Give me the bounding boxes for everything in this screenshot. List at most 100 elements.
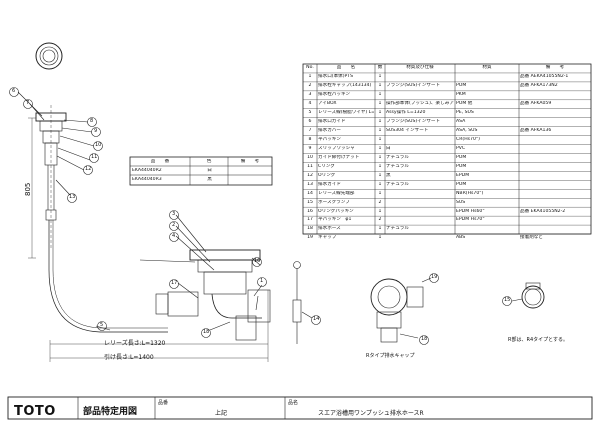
- parts-table-cell-no: 2: [308, 83, 312, 89]
- parts-table-cell-name: レリーズ線(樹脂ワイヤ) L=1320: [318, 110, 374, 116]
- parts-table-cell-material: CR(Hs70°): [456, 136, 480, 142]
- part-no-field-label: 品番: [158, 400, 169, 406]
- parts-table-header: 品 名: [336, 65, 356, 71]
- callout-13: 13: [69, 194, 76, 200]
- parts-table-cell-spec: ナチュラル: [386, 181, 409, 187]
- hose-clamp-view: [511, 282, 545, 309]
- parts-table-cell-spec: Assy操作 L=1320: [386, 110, 426, 116]
- callout-17: 17: [171, 280, 178, 286]
- callout-16: 16: [254, 258, 261, 264]
- parts-table-cell-qty: 1: [378, 101, 382, 107]
- parts-table-cell-name: 排水栓キャップ(143134): [318, 83, 372, 89]
- parts-table-cell-material: NBR(Hs70°): [456, 190, 484, 196]
- callout-5: 5: [100, 322, 104, 328]
- variant-table-header: 色: [206, 158, 212, 164]
- parts-table-cell-name: Oリングパッキン: [318, 208, 354, 214]
- parts-table-cell-no: 14: [307, 190, 313, 196]
- parts-table-cell-material: ABS: [456, 235, 466, 241]
- r-type-caption: Rタイプ排水キャップ: [366, 353, 415, 359]
- parts-table-cell-material: ASA, SUS: [456, 127, 478, 133]
- parts-table-cell-qty: 1: [378, 119, 382, 124]
- dimension-805: [28, 117, 36, 259]
- parts-table-cell-no: 13: [307, 181, 313, 187]
- parts-table-cell-no: 17: [307, 217, 313, 223]
- parts-table-cell-no: 19: [307, 235, 313, 241]
- parts-table-cell-qty: 1: [378, 127, 382, 133]
- variant-table-header: 備 考: [240, 158, 260, 164]
- parts-table-cell-name: スリップワッシャ: [318, 145, 355, 151]
- parts-table-cell-material: PE, SUS: [456, 110, 474, 116]
- variant-table-cell-part-no: EKA44040R3: [132, 176, 162, 182]
- parts-table-cell-no: 16: [307, 208, 313, 214]
- parts-table-cell-no: 12: [307, 172, 313, 178]
- parts-table-header: No.: [306, 65, 314, 71]
- callout-18b: 18: [421, 336, 428, 342]
- parts-table-cell-spec: 白: [386, 145, 391, 151]
- callout-2: 2: [172, 222, 176, 228]
- parts-table-cell-note: 品番 EKA41055N2-2: [520, 208, 566, 214]
- drain-assembly-side-view: [17, 91, 168, 333]
- parts-table-cell-note: 品番 AEKA41055N2-1: [520, 74, 569, 80]
- pull-length-label: 引け長さ:L=1400: [104, 354, 154, 361]
- parts-table-cell-no: 11: [307, 163, 313, 169]
- parts-table-cell-name: Oリング: [318, 172, 336, 178]
- callout-9: 9: [94, 128, 98, 134]
- parts-table-cell-name: 排水口ガイド: [318, 119, 346, 124]
- parts-table-cell-material: POM 他: [456, 101, 473, 107]
- parts-table-cell-spec: SUS304 インサート: [386, 127, 429, 133]
- variant-table-grid: [129, 156, 273, 186]
- parts-table-cell-no: 15: [307, 199, 313, 205]
- callout-3: 3: [172, 211, 176, 217]
- doc-type-label: 部品特定用図: [83, 407, 138, 417]
- callout-markers: [9, 87, 512, 345]
- parts-table-cell-qty: 1: [378, 83, 382, 89]
- parts-table-cell-qty: 1: [378, 92, 382, 98]
- callout-6: 6: [12, 88, 16, 94]
- parts-table-cell-material: PVC: [456, 145, 466, 151]
- variant-table-header: 品 番: [150, 158, 170, 164]
- parts-table-cell-qty: 1: [378, 163, 382, 169]
- parts-table-cell-no: 6: [308, 119, 312, 124]
- plug-top-view: [35, 42, 63, 70]
- parts-table-cell-qty: 1: [378, 154, 382, 160]
- parts-table-cell-material: EPDM Hs70°: [456, 217, 485, 223]
- variant-table-cell-part-no: EKA44040R2: [132, 167, 162, 173]
- parts-table-cell-no: 8: [308, 136, 312, 142]
- parts-table-cell-name: ガイド締付けナット: [318, 154, 360, 160]
- parts-table-cell-no: 7: [308, 127, 312, 133]
- parts-table-cell-material: POM: [456, 163, 467, 169]
- parts-table-cell-name: 排水ホース: [318, 226, 341, 232]
- parts-table-cell-name: アイBOX: [318, 101, 337, 107]
- parts-table-cell-qty: 1: [378, 226, 382, 232]
- parts-table-cell-qty: 1: [378, 110, 382, 116]
- parts-table-cell-name: 平パッキン φ1: [318, 217, 352, 223]
- title-block-grid: [7, 396, 593, 420]
- part-no-value: 上記: [215, 410, 228, 417]
- variant-table-cell-color: 黒: [207, 176, 212, 182]
- parts-table-cell-qty: 1: [378, 74, 382, 80]
- parts-table-cell-no: 4: [308, 101, 312, 107]
- parts-table-cell-qty: 1: [378, 190, 382, 196]
- parts-table-cell-name: 排水ガイド: [318, 181, 341, 187]
- parts-table-cell-qty: 1: [378, 181, 382, 187]
- parts-table-cell-qty: 1: [378, 136, 382, 142]
- parts-table-cell-qty: 2: [378, 199, 382, 205]
- r-part-note: R部は、R4タイプとする。: [508, 337, 568, 343]
- parts-table-cell-no: 1: [308, 74, 312, 80]
- parts-table-cell-material: POM: [456, 181, 467, 187]
- parts-table-cell-material: PKM: [456, 92, 466, 98]
- release-length-label: レリーズ長さ:L=1320: [104, 340, 166, 347]
- dimension-805-label: 805: [24, 182, 32, 196]
- parts-table-cell-name: Cリング: [318, 163, 335, 169]
- parts-table-header: 材質及び仕様: [406, 65, 434, 71]
- callout-7: 7: [26, 100, 30, 106]
- parts-table-cell-name: キャップ: [318, 235, 337, 241]
- parts-table-cell-note: 接着剤など: [520, 235, 543, 241]
- parts-table-cell-material: EPDM Hs60°: [456, 208, 485, 214]
- callout-4: 4: [172, 233, 176, 239]
- parts-table-cell-no: 9: [308, 145, 312, 151]
- parts-table-cell-spec: 黒: [386, 172, 391, 178]
- parts-table-cell-no: 18: [307, 226, 313, 232]
